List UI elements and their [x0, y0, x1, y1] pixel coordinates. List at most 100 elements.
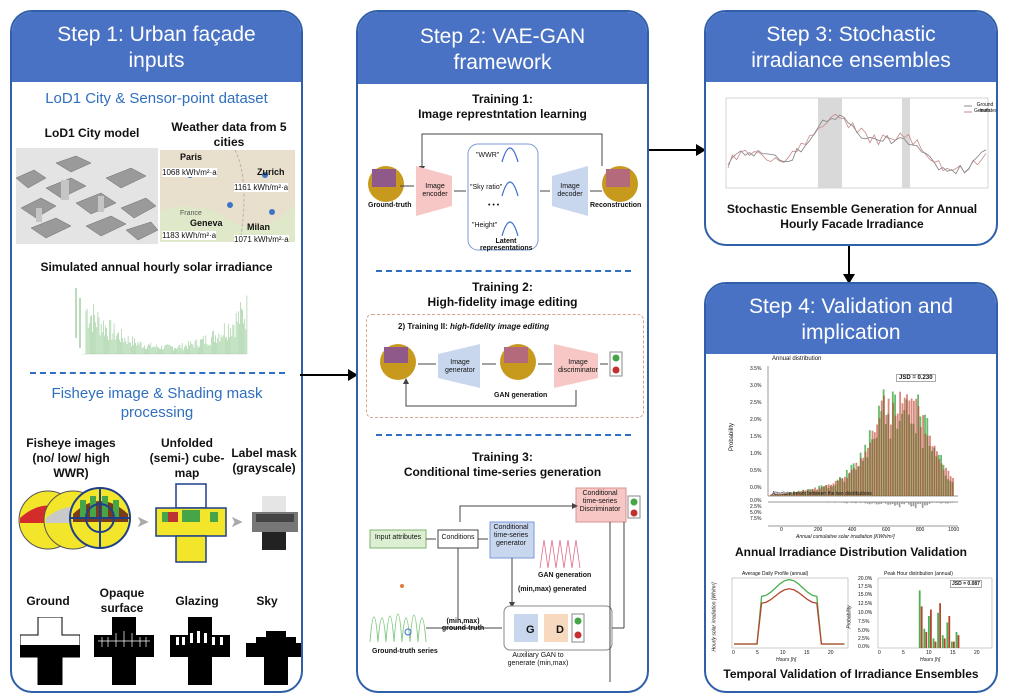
fisheye-images — [18, 487, 131, 550]
peak-bar-generated — [925, 632, 928, 648]
histogram-bar-generated — [793, 491, 796, 496]
hist-title: Annual distribution — [772, 356, 822, 362]
error-bar — [871, 502, 873, 504]
histogram-bar-generated — [896, 413, 899, 496]
ensemble-legend-gen: Generated — [974, 108, 998, 114]
peak-bar-generated — [943, 638, 946, 648]
t3-d-label: D — [556, 624, 564, 636]
peak-bar-ground-truth — [923, 628, 926, 648]
step2-header: Step 2: VAE-GAN framework — [358, 12, 647, 84]
histogram-bar-generated — [841, 479, 844, 496]
peak-xtick: 0 — [878, 650, 881, 656]
histogram-bar-generated — [910, 398, 913, 496]
histogram-bar-generated — [883, 395, 885, 496]
histogram-bar-generated — [855, 462, 858, 496]
average-daily-profile-chart — [731, 577, 849, 649]
step2-separator-1 — [376, 270, 631, 272]
label-mask-image — [252, 496, 298, 550]
error-bar — [908, 502, 910, 505]
histogram-bar-generated — [786, 493, 789, 496]
daily-xtick: 20 — [828, 650, 834, 656]
error-bar — [889, 502, 892, 505]
error-bar — [855, 502, 857, 504]
weather-map — [160, 150, 295, 242]
histogram-bar-generated — [901, 403, 904, 496]
jsd2-label: JSD = 0.087 — [950, 580, 982, 588]
err-tick: 0.0% — [750, 498, 762, 504]
training2-box — [366, 314, 644, 418]
histogram-bar-generated — [800, 491, 803, 496]
peak-bar-ground-truth — [932, 638, 935, 648]
lod1-city-model-image — [16, 148, 158, 244]
error-bar — [928, 502, 931, 504]
step4-title: Step 4: Validation and implication — [749, 295, 953, 344]
city-geneva-value: 1183 kWh/m²·a — [162, 231, 217, 240]
error-bar — [885, 502, 887, 504]
peak-bar-generated — [934, 641, 937, 648]
histogram-bar-generated — [908, 400, 911, 496]
error-bar — [880, 502, 882, 504]
step4-caption2: Temporal Validation of Irradiance Ensemb… — [723, 667, 979, 681]
training2-title: Training 2: — [472, 280, 533, 294]
t3-conditions-label: Conditions — [441, 534, 475, 541]
arrow-right-icon: ➤ — [230, 514, 244, 531]
arrow-step1-to-step2 — [300, 369, 358, 381]
arrow-right-icon: ➤ — [136, 514, 150, 531]
histogram-bar-generated — [821, 487, 823, 496]
daily-xlabel: Hours [h] — [776, 657, 797, 663]
error-bar — [898, 502, 901, 508]
training1-title: Training 1: — [472, 92, 533, 106]
daily-xtick: 5 — [756, 650, 759, 656]
histogram-bar-generated — [804, 490, 807, 496]
peak-hour-distribution-chart — [877, 577, 993, 649]
histogram-bar-generated — [926, 435, 929, 496]
histogram-bar-generated — [922, 415, 924, 496]
histogram-bar-generated — [894, 415, 897, 496]
error-bar — [940, 502, 942, 504]
peak-ylabel: Probability — [846, 605, 853, 629]
t1-reconstruction-label: Reconstruction — [590, 202, 642, 209]
error-bar — [905, 502, 908, 503]
histogram-bar-generated — [784, 493, 786, 496]
histogram-bar-generated — [827, 484, 830, 496]
step1-separator — [30, 372, 285, 374]
peak-bar-generated — [957, 635, 960, 648]
histogram-bar-generated — [823, 485, 826, 496]
error-bar — [882, 502, 885, 504]
error-bar — [903, 502, 905, 505]
hist-ytick: 0.0% — [750, 485, 762, 491]
histogram-bar-generated — [919, 426, 922, 496]
error-bar — [917, 502, 919, 505]
histogram-bar-generated — [777, 494, 780, 496]
err-tick: 5.0% — [750, 510, 762, 516]
peak-bar-ground-truth — [928, 616, 930, 648]
peak-bar-generated — [920, 606, 923, 648]
step4-header: Step 4: Validation and implication — [706, 284, 996, 354]
training3-diagram — [369, 487, 641, 682]
peak-ytick: 10.0% — [858, 610, 873, 616]
error-bar — [843, 502, 846, 503]
histogram-bar-generated — [929, 435, 931, 496]
error-bar — [859, 502, 862, 504]
histogram-bar-generated — [885, 414, 888, 496]
city-zurich-value: 1161 kWh/m²·a — [234, 183, 289, 192]
histogram-bar-generated — [844, 476, 846, 496]
training1-diagram — [368, 133, 638, 251]
histogram-bar-generated — [811, 489, 814, 496]
peak-bar-generated — [930, 609, 932, 648]
error-bar — [949, 502, 951, 503]
t3-minmax-gen-label: (min,max) generated — [518, 586, 587, 593]
histogram-bar-generated — [942, 469, 945, 496]
city-geneva-name: Geneva — [190, 218, 223, 228]
histogram-bar-generated — [818, 488, 821, 496]
step3-title: Step 3: Stochastic irradiance ensembles — [751, 23, 951, 72]
error-bar — [845, 502, 848, 504]
histogram-bar-generated — [853, 467, 855, 496]
t3-aux-label: Auxiliary GAN to generate (min,max) — [507, 652, 569, 667]
simulated-irradiance-plot — [75, 288, 248, 355]
histogram-bar-generated — [931, 446, 934, 496]
error-bar — [862, 502, 864, 503]
hist-ytick: 2.0% — [750, 417, 762, 423]
t1-groundtruth-label: Ground-truth — [368, 202, 412, 209]
training3-title: Training 3: — [472, 450, 533, 464]
